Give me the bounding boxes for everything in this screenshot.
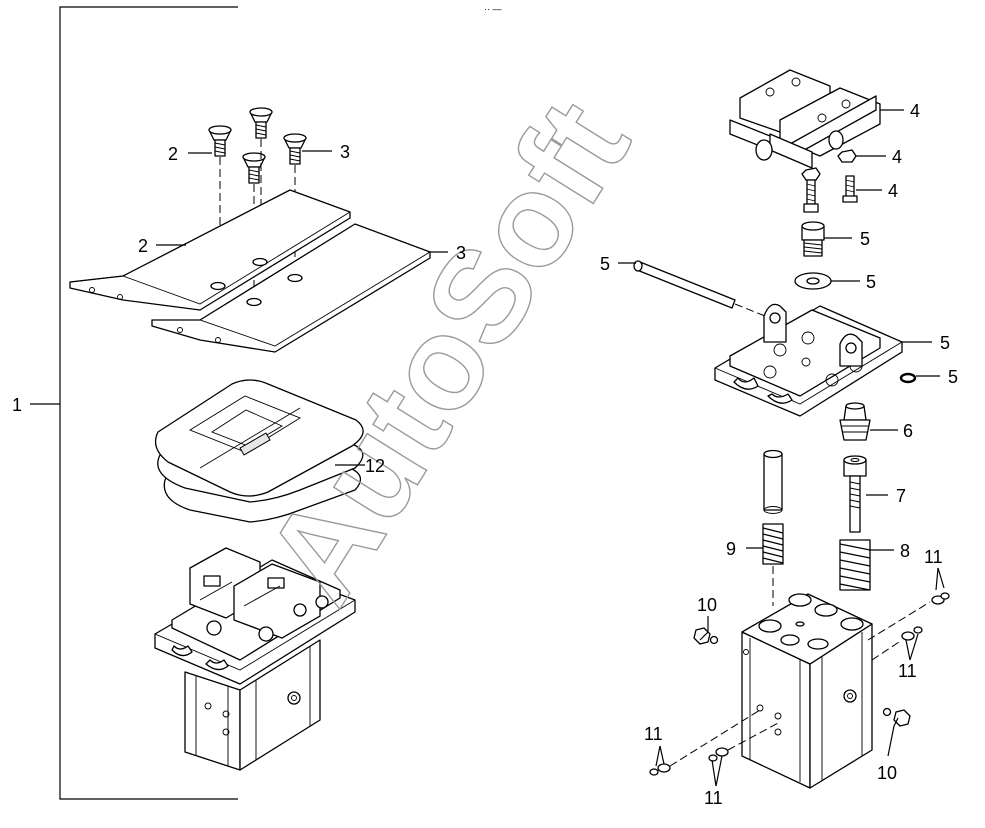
callout-10-right: 10: [877, 763, 897, 783]
callout-4-bolt: 4: [888, 181, 898, 201]
callout-11-bottom-left: 11: [644, 724, 663, 744]
cap-screw-and-washer: [794, 221, 832, 290]
bracket-fasteners: [801, 149, 858, 213]
cover-plates: [69, 189, 431, 353]
callout-12: 12: [365, 456, 385, 476]
lever-bracket: [729, 69, 881, 169]
leader-lines: [156, 109, 945, 787]
valve-housing: [741, 593, 873, 789]
return-spring-large: [839, 539, 871, 591]
pivot-pin: [633, 260, 771, 319]
rubber-boot: [154, 379, 364, 523]
callout-7: 7: [896, 486, 906, 506]
set-screws: [649, 592, 950, 776]
callout-3-screw: 3: [340, 142, 350, 162]
countersunk-screws: [208, 107, 307, 184]
callout-5-washer: 5: [866, 272, 876, 292]
callout-5-plate: 5: [940, 333, 950, 353]
callout-5-oring: 5: [948, 367, 958, 387]
plug-fittings: [693, 627, 911, 727]
header-mark: ·· —: [484, 4, 502, 14]
o-ring: [899, 372, 917, 384]
callout-11-mid-right: 11: [898, 661, 917, 681]
callout-6: 6: [903, 421, 913, 441]
plunger-seal: [839, 402, 871, 441]
callout-5-screw: 5: [860, 229, 870, 249]
plunger: [843, 455, 867, 533]
assembly-bracket: [30, 6, 238, 800]
callout-labels: 1 2 2 3 3 12 4 4 4 5 5 5 5 5 6 7 8 9 10 …: [12, 101, 958, 808]
callout-3-plate: 3: [456, 243, 466, 263]
callout-10-left: 10: [697, 595, 717, 615]
callout-2-plate: 2: [138, 236, 148, 256]
guide-pin: [763, 449, 783, 514]
callout-11-top-right: 11: [924, 547, 943, 567]
return-spring-small: [762, 523, 784, 565]
callout-8: 8: [900, 541, 910, 561]
callout-9: 9: [726, 539, 736, 559]
callout-1: 1: [12, 395, 22, 415]
callout-4-bracket: 4: [910, 101, 920, 121]
assembled-valve-unit: [154, 547, 356, 771]
callout-5-pin: 5: [600, 254, 610, 274]
gimbal-base-plate: [714, 303, 903, 417]
callout-2-screw: 2: [168, 144, 178, 164]
callout-4-nut: 4: [892, 147, 902, 167]
callout-11-bottom: 11: [704, 788, 723, 808]
